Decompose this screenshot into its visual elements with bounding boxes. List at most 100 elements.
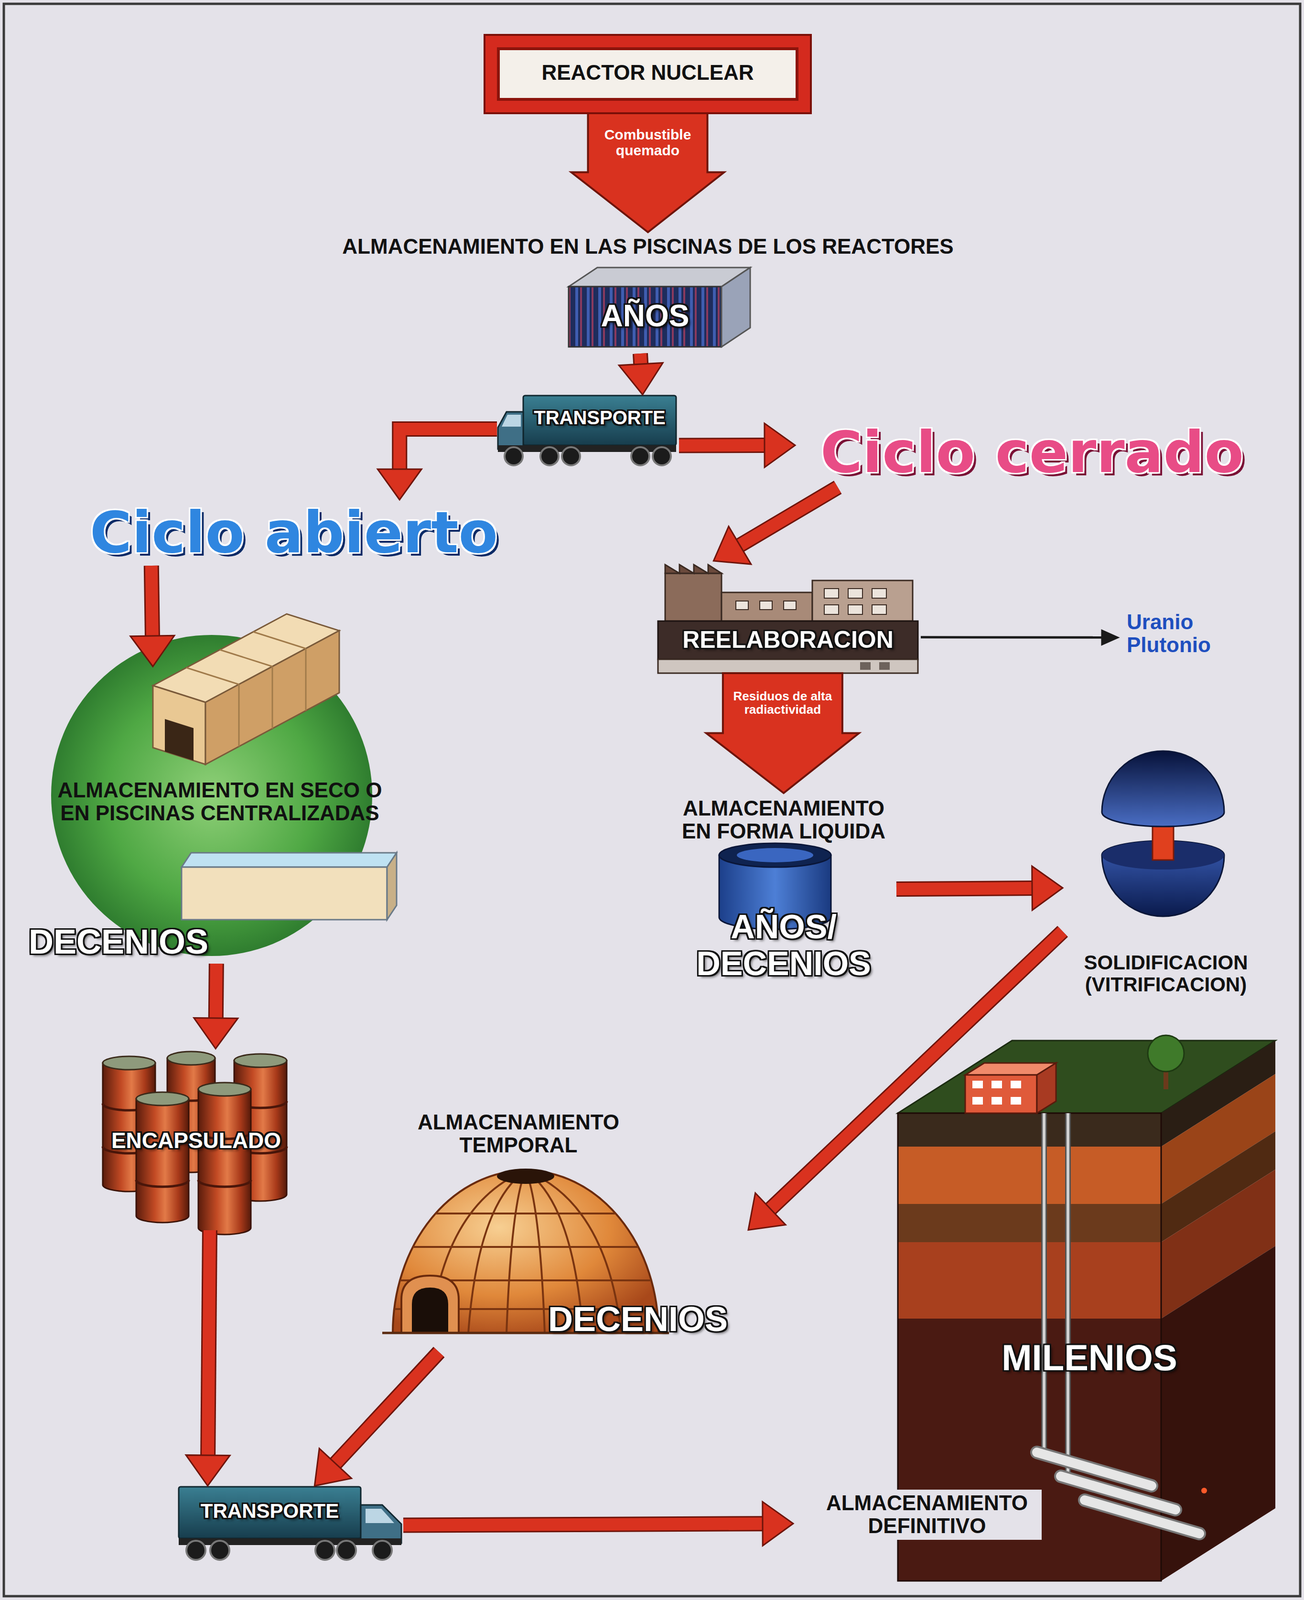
repository-block: [1201, 1487, 1208, 1494]
repository-block: [1041, 1113, 1047, 1453]
igloo-illustration: [496, 1168, 555, 1185]
arrowhead: [764, 423, 796, 468]
repository-block: [965, 1075, 1037, 1114]
pool-block-icon: [568, 286, 722, 347]
igloo-illustration: [392, 1246, 659, 1249]
repository-block: [1084, 1500, 1200, 1534]
pool-block-icon: [568, 267, 751, 347]
factory-illustration: [665, 573, 722, 622]
flow-arrow: [314, 1352, 439, 1487]
arrow-shaft: [334, 1352, 440, 1465]
barrels-illustration: [167, 1051, 216, 1066]
truck-node: TRANSPORTE: [496, 394, 679, 467]
reprocessing-plant: REELABORACION: [655, 560, 921, 674]
flow-arrow: [403, 1501, 794, 1546]
truck-icon: [652, 447, 671, 466]
duration-label: AÑOS: [568, 299, 722, 333]
arrowhead: [185, 1455, 230, 1487]
truck-node: TRANSPORTE: [175, 1486, 404, 1565]
repository-block: [991, 1080, 1003, 1089]
temporary-storage: ALMACENAMIENTO TEMPORALDECENIOS: [392, 1108, 749, 1353]
node-label: ALMACENAMIENTO EN FORMA LIQUIDA: [673, 797, 894, 844]
node-label: REACTOR NUCLEAR: [499, 61, 796, 85]
truck-icon: [315, 1541, 335, 1561]
flow-arrow: [185, 1230, 230, 1487]
arrow-outline: [896, 888, 1034, 890]
factory-illustration: [872, 588, 887, 599]
factory-illustration: [665, 564, 722, 574]
vitrification-sphere: [1101, 751, 1225, 827]
cycle-heading: Ciclo cerrado: [795, 419, 1270, 488]
dry-storage-illustration: [181, 867, 388, 920]
repository-block: [972, 1097, 983, 1105]
barrels-illustration: [198, 1089, 251, 1235]
barrels-illustration: [102, 1056, 156, 1070]
node-label: TRANSPORTE: [178, 1500, 361, 1523]
factory-illustration: [860, 662, 871, 670]
page-frame: [3, 3, 1301, 1597]
factory-illustration: [657, 564, 918, 674]
igloo-illustration: [525, 1170, 545, 1334]
truck-icon: [365, 1508, 395, 1524]
funnel-shape: [706, 673, 860, 794]
arrow-shaft: [399, 429, 497, 471]
funnel-arrow: [706, 673, 860, 794]
node-label: REELABORACION: [657, 626, 918, 654]
factory-illustration: [824, 604, 839, 615]
arrow-outline: [207, 1230, 210, 1457]
dry-storage-illustration: [219, 649, 273, 667]
truck-icon: [336, 1541, 356, 1561]
repository-block: [897, 1242, 1162, 1319]
arrow-shaft: [207, 1230, 210, 1457]
igloo-illustration: [411, 1287, 449, 1334]
arrowhead: [713, 526, 752, 565]
dry-storage-circle: ALMACENAMIENTO EN SECO O EN PISCINAS CEN…: [25, 666, 400, 964]
arrow-shaft: [739, 487, 839, 546]
repository-block: [1010, 1097, 1022, 1105]
edge-label: Residuos de alta radiactividad: [727, 688, 839, 718]
dry-storage-illustration: [271, 666, 274, 729]
dry-storage-illustration: [305, 648, 307, 712]
factory-illustration: [872, 604, 887, 615]
flow-arrow: [678, 423, 796, 468]
final-repository: MILENIOSALMACENAMIENTO DEFINITIVO: [793, 1036, 1281, 1585]
arrow-shaft: [678, 439, 766, 452]
arrow-shaft: [640, 353, 641, 366]
arrow-shaft: [403, 1523, 764, 1526]
barrels-illustration: [136, 1099, 189, 1223]
arrow-shaft: [920, 635, 1103, 639]
arrowhead: [618, 363, 663, 395]
arrow-shaft: [215, 963, 217, 1020]
arrow-outline: [403, 1523, 764, 1526]
funnel-arrow: [571, 112, 725, 233]
truck-icon: [497, 445, 677, 453]
dry-storage-illustration: [387, 852, 397, 920]
arrowhead: [130, 635, 175, 667]
barrels-illustration: [198, 1082, 251, 1097]
igloo-illustration: [468, 1170, 526, 1334]
arrow-outline: [151, 565, 153, 637]
cycle-title: Ciclo abierto: [66, 502, 521, 563]
dry-storage-illustration: [238, 684, 240, 747]
dry-storage-illustration: [205, 630, 340, 765]
arrowhead: [748, 1193, 786, 1230]
tank-illustration: [736, 848, 814, 863]
truck-icon: [504, 447, 523, 466]
factory-illustration: [759, 601, 773, 610]
arrow-outline: [334, 1352, 440, 1465]
cycle-title: Ciclo cerrado: [797, 422, 1267, 483]
igloo-illustration: [506, 1170, 526, 1334]
flow-arrow: [618, 353, 663, 395]
dry-storage-illustration: [152, 685, 206, 765]
repository-block: [1147, 1035, 1185, 1072]
truck-icon: [540, 447, 559, 466]
product-label: Uranio Plutonio: [1118, 606, 1248, 662]
arrow-outline: [399, 429, 497, 471]
repository-block: [897, 1146, 1162, 1205]
arrow-shaft: [896, 888, 1034, 890]
node-label: ALMACENAMIENTO EN LAS PISCINAS DE LOS RE…: [331, 235, 965, 259]
pool-storage: ALMACENAMIENTO EN LAS PISCINAS DE LOS RE…: [328, 232, 968, 354]
truck-icon: [372, 1541, 392, 1561]
truck-icon: [497, 411, 524, 450]
